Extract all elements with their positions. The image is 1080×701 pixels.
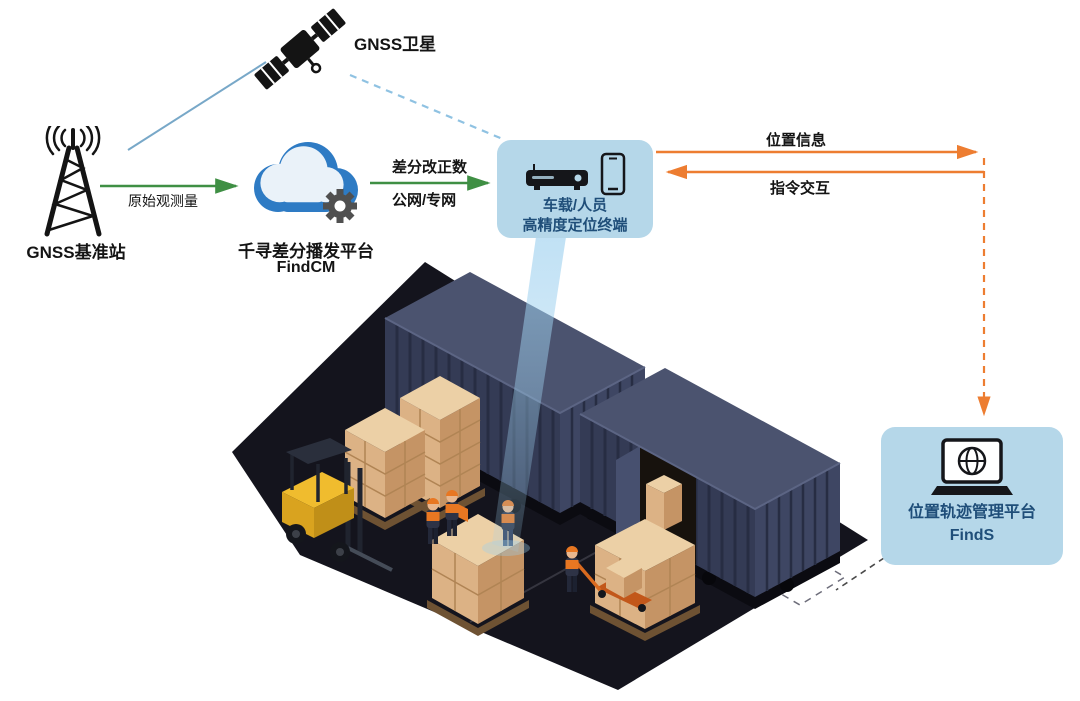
positioning-beam bbox=[492, 237, 566, 552]
forklift bbox=[282, 438, 393, 572]
smartphone-icon bbox=[600, 152, 626, 196]
base-to-satellite-line bbox=[127, 61, 267, 151]
terminal-icons bbox=[524, 148, 626, 196]
edge-label-position-info: 位置信息 bbox=[766, 132, 827, 149]
satellite-label: GNSS卫星 bbox=[354, 35, 437, 54]
edge-label-corrections-2: 公网/专网 bbox=[392, 192, 457, 209]
worker-4 bbox=[565, 546, 579, 592]
edge-label-command-interaction: 指令交互 bbox=[770, 180, 831, 197]
container-door-leaf bbox=[616, 446, 640, 548]
laptop-globe-icon bbox=[931, 438, 1013, 495]
beam-glow bbox=[482, 540, 530, 556]
pallet-jack bbox=[574, 558, 652, 612]
satellite-to-terminal-dashed-line bbox=[349, 73, 506, 142]
vehicle-terminal-icon bbox=[526, 164, 588, 190]
terminal-label-line1: 车载/人员 bbox=[542, 197, 608, 214]
cloud-icon bbox=[254, 142, 358, 223]
container-2 bbox=[579, 368, 841, 609]
management-platform-node: 位置轨迹管理平台 FindS bbox=[881, 427, 1063, 565]
satellite-icon bbox=[254, 8, 346, 90]
pallet-stack-left-front bbox=[340, 408, 430, 530]
gear-icon bbox=[323, 189, 357, 223]
worker-2 bbox=[445, 490, 468, 536]
terminal-label-line2: 高精度定位终端 bbox=[522, 216, 628, 234]
edge-label-corrections-1: 差分改正数 bbox=[392, 159, 468, 176]
worker-1 bbox=[426, 498, 440, 544]
management-platform-label-line1: 位置轨迹管理平台 bbox=[907, 504, 1036, 521]
base-station-label: GNSS基准站 bbox=[26, 243, 126, 262]
management-platform-label-line2: FindS bbox=[949, 527, 995, 545]
finds-to-scene-dashed-line bbox=[835, 557, 885, 591]
cloud-platform-label: 千寻差分播发平台 bbox=[238, 242, 374, 261]
radio-tower-icon bbox=[44, 126, 102, 237]
edge-label-raw-observation: 原始观测量 bbox=[128, 193, 198, 209]
cloud-platform-sublabel: FindCM bbox=[276, 259, 336, 276]
terminal-node: 车载/人员 高精度定位终端 bbox=[497, 140, 653, 238]
